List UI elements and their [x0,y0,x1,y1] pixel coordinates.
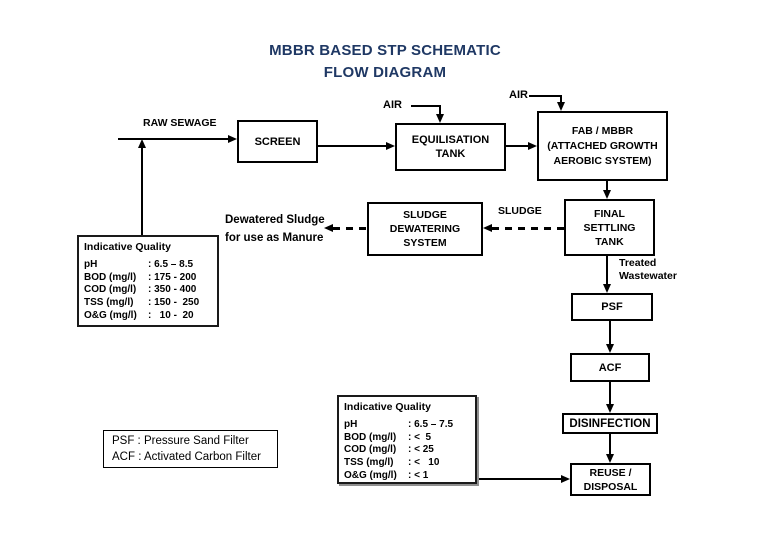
process-box-final-settling-tank: FINAL SETTLING TANK [564,199,655,256]
arrow-quality-to-rawsewage-line [141,147,143,235]
process-box-acf: ACF [570,353,650,382]
arrow-acf-to-disinfection-line [609,382,611,405]
arrow-air1-elbow-v [439,105,441,115]
arrow-settling-to-psf-head [603,284,611,293]
dashed-settling-to-dewatering-head [483,224,492,232]
dashed-dewatering-to-manure-head [324,224,333,232]
process-box-psf: PSF [571,293,653,321]
indicative-quality-influent-box: Indicative Quality pH: 6.5 – 8.5 BOD (mg… [77,235,219,327]
arrow-equalisation-to-fab-head [528,142,537,150]
arrow-psf-to-acf-line [609,321,611,345]
quality-influent-row-ph: pH: 6.5 – 8.5 [84,258,194,270]
quality-treated-row-tss: TSS (mg/l): < 10 [344,457,440,469]
arrow-quality-to-rawsewage-head [138,139,146,148]
arrow-fab-to-settling-head [603,190,611,199]
raw-sewage-label: RAW SEWAGE [143,117,217,129]
quality-treated-title: Indicative Quality [344,401,431,413]
sludge-label: SLUDGE [498,205,542,217]
dashed-dewatering-to-manure-line [333,227,367,230]
process-box-equalisation-tank: EQUILISATION TANK [395,123,506,171]
arrow-settling-to-psf-line [606,256,608,285]
air-label-fab: AIR [509,89,528,101]
quality-influent-row-bod: BOD (mg/l): 175 - 200 [84,271,197,283]
arrow-air2-elbow-v [560,95,562,103]
arrow-quality2-to-reuse-head [561,475,570,483]
dashed-settling-to-dewatering-line [492,227,564,230]
arrow-air1-head [436,114,444,123]
arrow-raw-sewage-head [228,135,237,143]
legend-psf-definition: PSF : Pressure Sand Filter [112,435,249,447]
air-label-equalisation: AIR [383,99,402,111]
process-box-sludge-dewatering: SLUDGE DEWATERING SYSTEM [367,202,483,256]
arrow-equalisation-to-fab-line [506,145,530,147]
arrow-raw-sewage-line [118,138,228,140]
quality-influent-row-og: O&G (mg/l): 10 - 20 [84,309,194,321]
quality-influent-title: Indicative Quality [84,241,171,253]
quality-treated-row-og: O&G (mg/l): < 1 [344,469,429,481]
treated-wastewater-label: Treated Wastewater [619,257,677,282]
process-box-reuse-disposal: REUSE / DISPOSAL [570,463,651,496]
arrow-screen-to-equalisation-line [318,145,388,147]
arrow-disinfection-to-reuse-head [606,454,614,463]
arrow-fab-to-settling-line [606,181,608,191]
arrow-disinfection-to-reuse-line [609,434,611,455]
arrow-quality2-to-reuse-line [477,478,562,480]
arrow-air2-elbow-h [529,95,562,97]
diagram-title: MBBR BASED STP SCHEMATIC FLOW DIAGRAM [269,42,501,81]
arrow-psf-to-acf-head [606,344,614,353]
arrow-screen-to-equalisation-head [386,142,395,150]
legend-box: PSF : Pressure Sand Filter ACF : Activat… [103,430,278,468]
quality-treated-row-ph: pH: 6.5 – 7.5 [344,418,454,430]
process-box-disinfection: DISINFECTION [562,413,658,434]
quality-treated-row-bod: BOD (mg/l): < 5 [344,431,432,443]
arrow-acf-to-disinfection-head [606,404,614,413]
indicative-quality-treated-box: Indicative Quality pH: 6.5 – 7.5 BOD (mg… [337,395,477,484]
arrow-air2-head [557,102,565,111]
process-box-screen: SCREEN [237,120,318,163]
process-box-fab-mbbr: FAB / MBBR (ATTACHED GROWTH AEROBIC SYST… [537,111,668,181]
arrow-air1-elbow-h [411,105,441,107]
dewatered-sludge-label: Dewatered Sludge for use as Manure [225,214,325,244]
quality-influent-row-tss: TSS (mg/l): 150 - 250 [84,297,200,309]
legend-acf-definition: ACF : Activated Carbon Filter [112,451,261,463]
quality-treated-row-cod: COD (mg/l): < 25 [344,444,434,456]
quality-influent-row-cod: COD (mg/l): 350 - 400 [84,284,197,296]
